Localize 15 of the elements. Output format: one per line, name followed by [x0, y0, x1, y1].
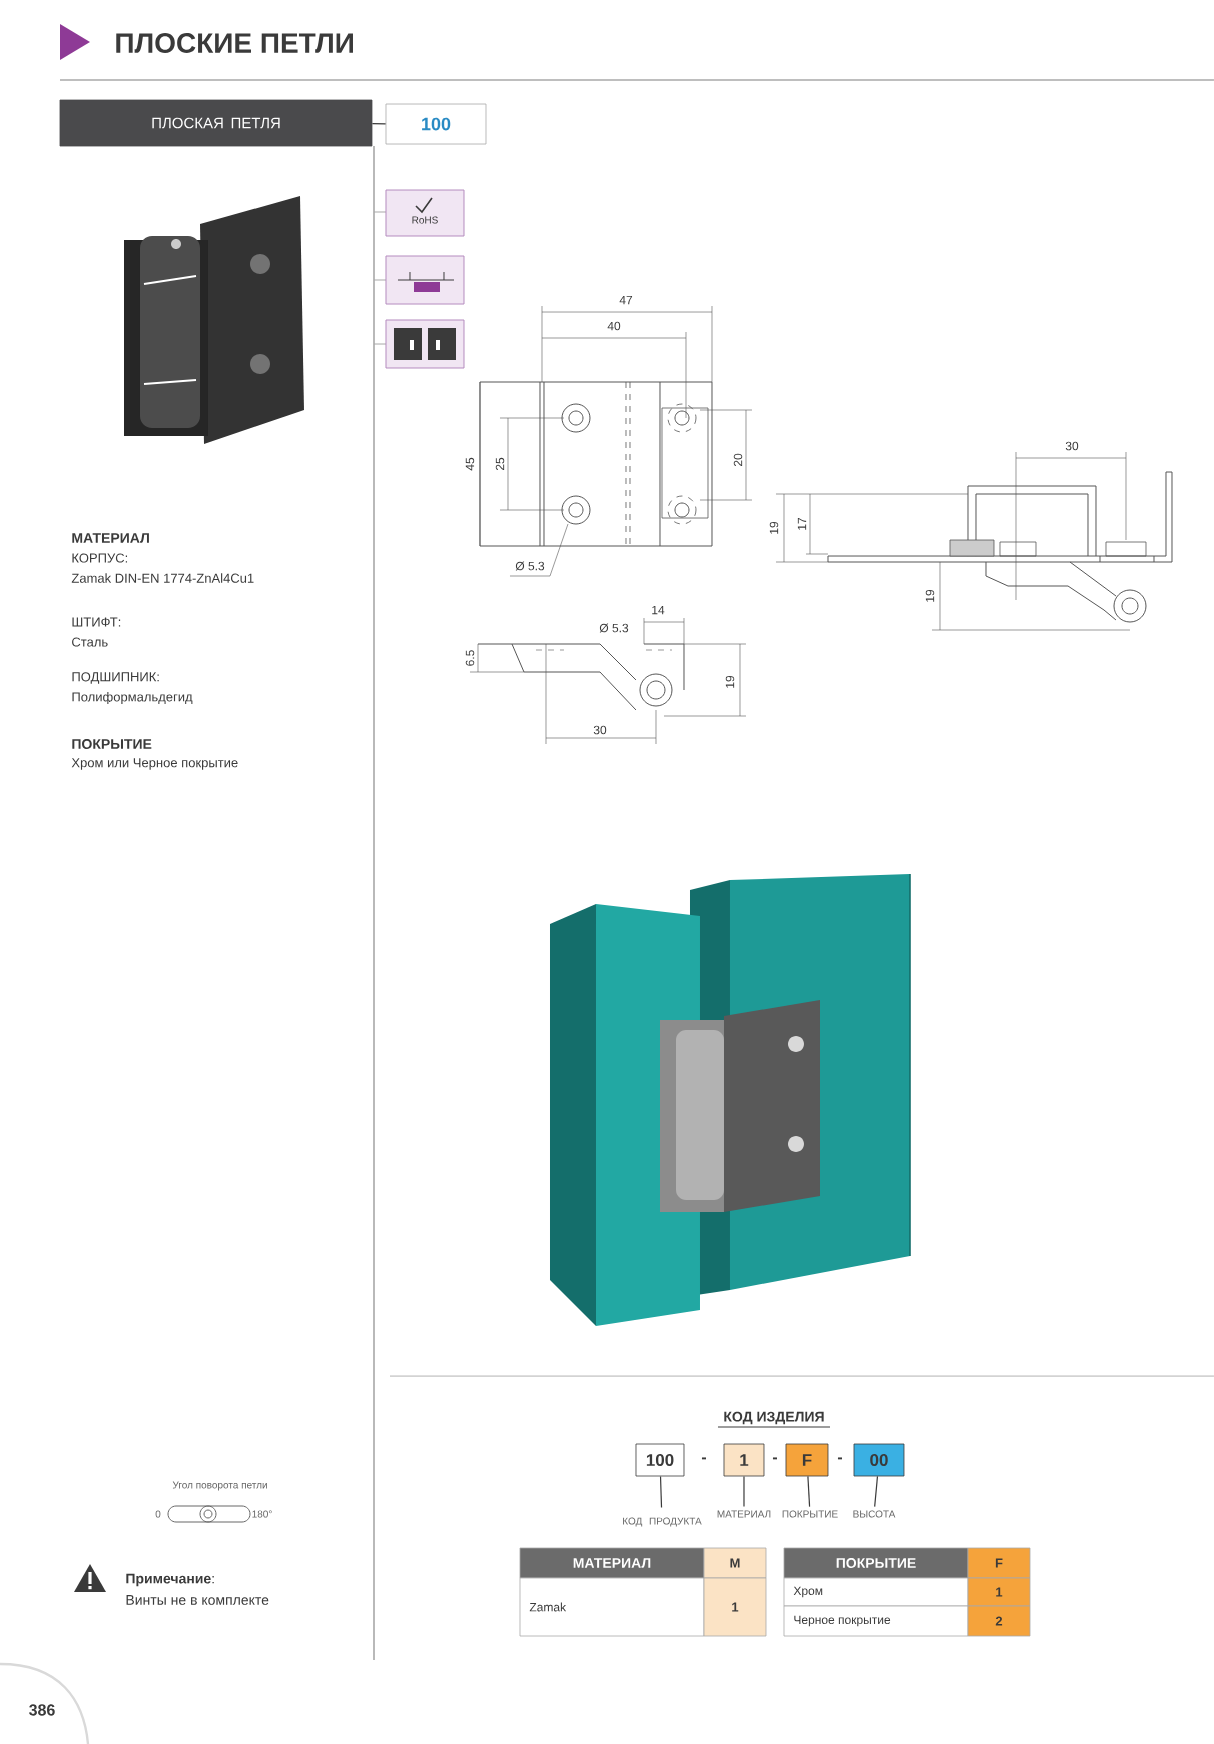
connector-line [743, 1475, 745, 1508]
connector-line [874, 1475, 879, 1508]
connector-line [659, 1475, 663, 1509]
separator-dash: - [772, 1457, 777, 1460]
connector-line [371, 123, 387, 125]
code-box: 1 [723, 1443, 765, 1477]
code-box: 100 [385, 103, 487, 145]
separator-dash: - [701, 1457, 706, 1460]
page-title: ПЛОСКИЕ ПЕТЛИ [116, 33, 353, 53]
code-box: 100 [635, 1443, 685, 1477]
connector-line [807, 1475, 811, 1508]
code-box: F [785, 1443, 829, 1477]
code-box: 00 [853, 1443, 905, 1477]
separator-dash: - [837, 1457, 842, 1460]
page-number: 386 [29, 1704, 55, 1716]
